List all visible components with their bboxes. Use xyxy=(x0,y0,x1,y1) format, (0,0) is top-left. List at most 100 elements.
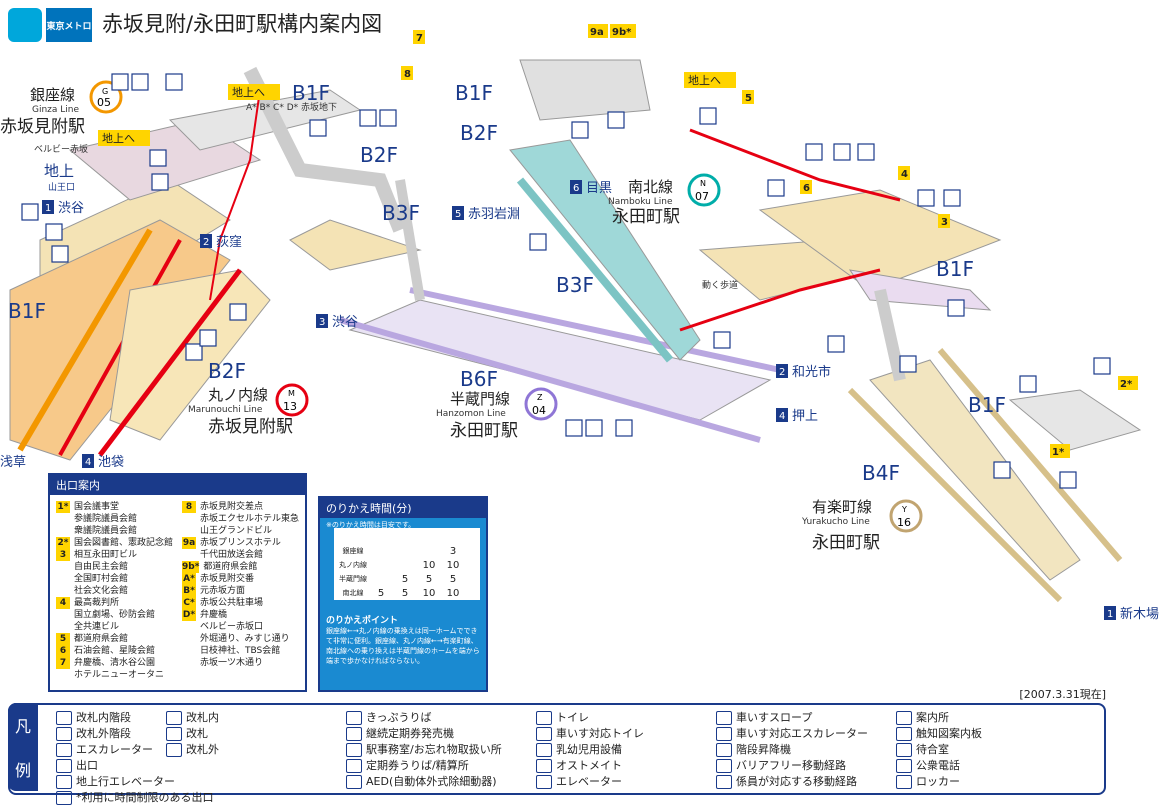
svg-text:N: N xyxy=(700,179,706,188)
exit-code xyxy=(182,513,196,525)
exit-code: B* xyxy=(182,585,196,597)
ticket-icon xyxy=(229,303,247,321)
legend-item: 出口 xyxy=(56,757,98,773)
legend-item: 車いす対応トイレ xyxy=(536,725,644,741)
svg-text:赤坂見附駅: 赤坂見附駅 xyxy=(0,117,85,137)
exit-destination: 国会図書館、憲政記念館 xyxy=(74,538,174,548)
svg-text:南北線: 南北線 xyxy=(628,178,673,196)
svg-text:9a: 9a xyxy=(590,27,604,38)
legend-label: 階段昇降機 xyxy=(736,743,791,756)
legend-icon xyxy=(536,727,552,741)
legend-label: ロッカー xyxy=(916,775,960,788)
legend-icon xyxy=(716,711,732,725)
legend-label: オストメイト xyxy=(556,759,622,772)
legend-item: 改札外階段 xyxy=(56,725,131,741)
exit-code xyxy=(182,633,196,645)
ticket-icon-2 xyxy=(805,143,823,161)
legend-item: 車いす対応エスカレーター xyxy=(716,725,868,741)
exit-code xyxy=(56,513,70,525)
exit-destination: ベルビー赤坂口 xyxy=(200,622,264,632)
aed-icon-2 xyxy=(767,179,785,197)
exit-list-item: D*弁慶橋 xyxy=(182,609,299,621)
legend-icon xyxy=(896,743,912,757)
yurakucho-line-icon xyxy=(889,499,923,533)
transfer-point: のりかえポイント 銀座線←→丸ノ内線の乗換えは同一ホームでできて非常に便利。銀座… xyxy=(326,616,480,666)
svg-text:地上へ: 地上へ xyxy=(102,132,135,145)
transfer-point-text: 銀座線←→丸ノ内線の乗換えは同一ホームでできて非常に便利。銀座線、丸ノ内線←→有… xyxy=(326,627,480,665)
floor-b3f-top: B3F xyxy=(382,201,420,225)
phone-icon-8 xyxy=(993,461,1011,479)
legend-label: 改札内階段 xyxy=(76,711,131,724)
legend-icon xyxy=(716,743,732,757)
exit-list-item: 自由民主会館 xyxy=(56,561,173,573)
legend-label: 待合室 xyxy=(916,743,949,756)
exit-destination: 国立劇場、砂防会館 xyxy=(74,610,156,620)
exit-destination: 都道府県会館 xyxy=(203,562,258,572)
exit-list-item: ホテルニューオータニ xyxy=(56,669,173,681)
exit-tag-3: 3 xyxy=(938,214,950,228)
svg-text:Ginza Line: Ginza Line xyxy=(32,105,79,115)
metro-logo-icon xyxy=(8,8,42,42)
exit-code: 8 xyxy=(182,501,196,513)
exit-up-sign-1: 地上へ xyxy=(228,84,280,100)
wheelchair-toilet-icon xyxy=(131,73,149,91)
legend-icon xyxy=(536,743,552,757)
restroom-icon-3 xyxy=(1019,375,1037,393)
floor-b2f-left: B2F xyxy=(208,359,246,383)
exit-destination: ホテルニューオータニ xyxy=(74,670,165,680)
exit-tag-8: 8 xyxy=(401,66,413,80)
exit-code: 4 xyxy=(56,597,70,609)
legend-item: 案内所 xyxy=(896,709,949,725)
legend-item: 階段昇降機 xyxy=(716,741,791,757)
legend-item: AED(自動体外式除細動器) xyxy=(346,773,497,789)
svg-text:地上へ: 地上へ xyxy=(232,86,265,99)
legend-icon xyxy=(56,711,72,725)
transfer-cell: 10 xyxy=(446,588,460,599)
svg-text:1: 1 xyxy=(45,203,51,214)
legend-item: 定期券うりば/精算所 xyxy=(346,757,469,773)
svg-text:2: 2 xyxy=(203,237,209,248)
legend-tag-2: 例 xyxy=(14,761,31,780)
exit-code: 9a xyxy=(182,537,196,549)
svg-text:Y: Y xyxy=(901,505,907,514)
legend-label: エスカレーター xyxy=(76,743,153,756)
transfer-cell: 10 xyxy=(422,588,436,599)
exit-code: 9b* xyxy=(182,561,200,573)
facility-icons xyxy=(21,73,1111,489)
shop-icon xyxy=(45,223,63,241)
legend-label: 改札内 xyxy=(186,711,219,724)
transfer-row-label: 南北線 xyxy=(342,589,364,597)
hanzomon-line-icon xyxy=(524,387,558,421)
svg-text:13: 13 xyxy=(283,400,297,413)
svg-text:6: 6 xyxy=(573,183,579,194)
exit-code xyxy=(56,573,70,585)
svg-text:M: M xyxy=(288,389,295,398)
yurakucho-track-2 xyxy=(937,348,1123,562)
svg-text:4: 4 xyxy=(901,169,908,180)
exit-list-item: 全共連ビル xyxy=(56,621,173,633)
svg-text:8: 8 xyxy=(404,69,411,80)
exit-code xyxy=(182,549,196,561)
sanno-exit-label: 山王口 xyxy=(48,182,75,193)
station-office-icon xyxy=(571,121,589,139)
exit-destination: 山王グランドビル xyxy=(200,526,273,536)
exit-code xyxy=(56,621,70,633)
exit-list-item: 全国町村会館 xyxy=(56,573,173,585)
legend-tag-1: 凡 xyxy=(14,717,31,736)
legend-icon xyxy=(896,775,912,789)
legend-icon xyxy=(346,743,362,757)
legend-icon xyxy=(536,711,552,725)
legend-icon xyxy=(346,727,362,741)
exit-destination: 都道府県会館 xyxy=(74,634,129,644)
legend-item: オストメイト xyxy=(536,757,622,773)
direction-asakusa: 浅草 xyxy=(0,455,26,470)
transfer-row-label: 半蔵門線 xyxy=(339,575,367,583)
svg-text:9b*: 9b* xyxy=(612,27,632,38)
exit-destination: 衆議院議員会館 xyxy=(74,526,138,536)
